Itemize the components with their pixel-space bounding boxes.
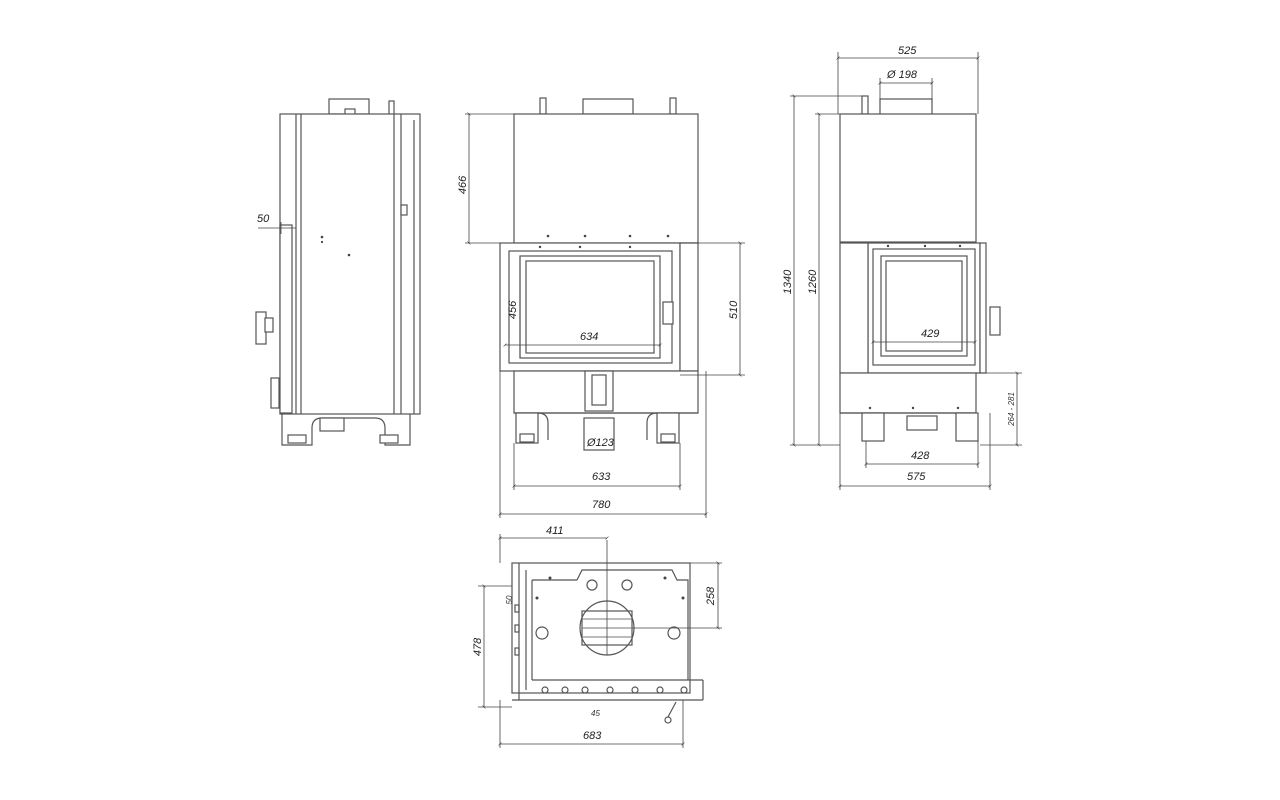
- front-top-collar: [582, 98, 634, 115]
- dim-plan-small-a: 50: [505, 595, 514, 604]
- side-view: 50: [255, 98, 421, 446]
- dim-front-door-height: 510: [728, 300, 740, 319]
- dim-front-flue: Ø123: [586, 437, 615, 449]
- side-top-pipe: [388, 100, 395, 116]
- dim-right-legs-width: 428: [911, 450, 930, 462]
- front-handle: [662, 301, 674, 325]
- front-upper-body: [513, 113, 699, 244]
- side-body: [279, 113, 421, 415]
- front-flue-outlet: [583, 417, 615, 451]
- dim-right-glass-width: 429: [921, 328, 939, 340]
- right-glass: [880, 255, 968, 357]
- side-door-profile: [279, 224, 293, 414]
- dim-plan-small-b: 45: [591, 709, 600, 718]
- right-upper-body: [839, 113, 977, 243]
- front-view: 466 456 634 510 Ø123 633 780: [457, 97, 745, 518]
- front-door-frame: [499, 242, 681, 372]
- right-handle: [989, 306, 1001, 336]
- dim-front-top-height: 466: [457, 175, 469, 194]
- dim-plan-width: 683: [583, 730, 602, 742]
- dim-front-legs-width: 633: [592, 471, 611, 483]
- right-door-frame: [867, 242, 981, 374]
- dim-front-total-width: 780: [592, 499, 611, 511]
- dim-front-glass-width: 634: [580, 331, 598, 343]
- dim-right-body-height: 1260: [807, 269, 819, 294]
- dim-right-flue: Ø 198: [886, 69, 918, 81]
- front-top-pipe-right: [669, 97, 677, 115]
- dim-plan-depth-b: 478: [472, 637, 484, 656]
- plan-view: 411 258 478 50 45 683: [472, 525, 722, 748]
- side-feet: [281, 414, 411, 446]
- right-base: [839, 372, 977, 414]
- dim-right-total-height: 1340: [782, 269, 794, 294]
- front-top-pipe-left: [539, 97, 547, 115]
- dim-right-base-width: 575: [907, 471, 926, 483]
- dim-plan-offset: 411: [546, 525, 564, 537]
- dim-right-total-width: 525: [898, 45, 917, 57]
- dim-plan-depth-a: 258: [705, 586, 717, 606]
- dim-side-offset: 50: [257, 213, 270, 225]
- dim-front-glass-height: 456: [507, 300, 519, 319]
- right-view: 525 Ø 198 1340 1260 429 264 - 281 428 57…: [782, 45, 1022, 490]
- dim-right-base-height: 264 - 281: [1007, 392, 1016, 427]
